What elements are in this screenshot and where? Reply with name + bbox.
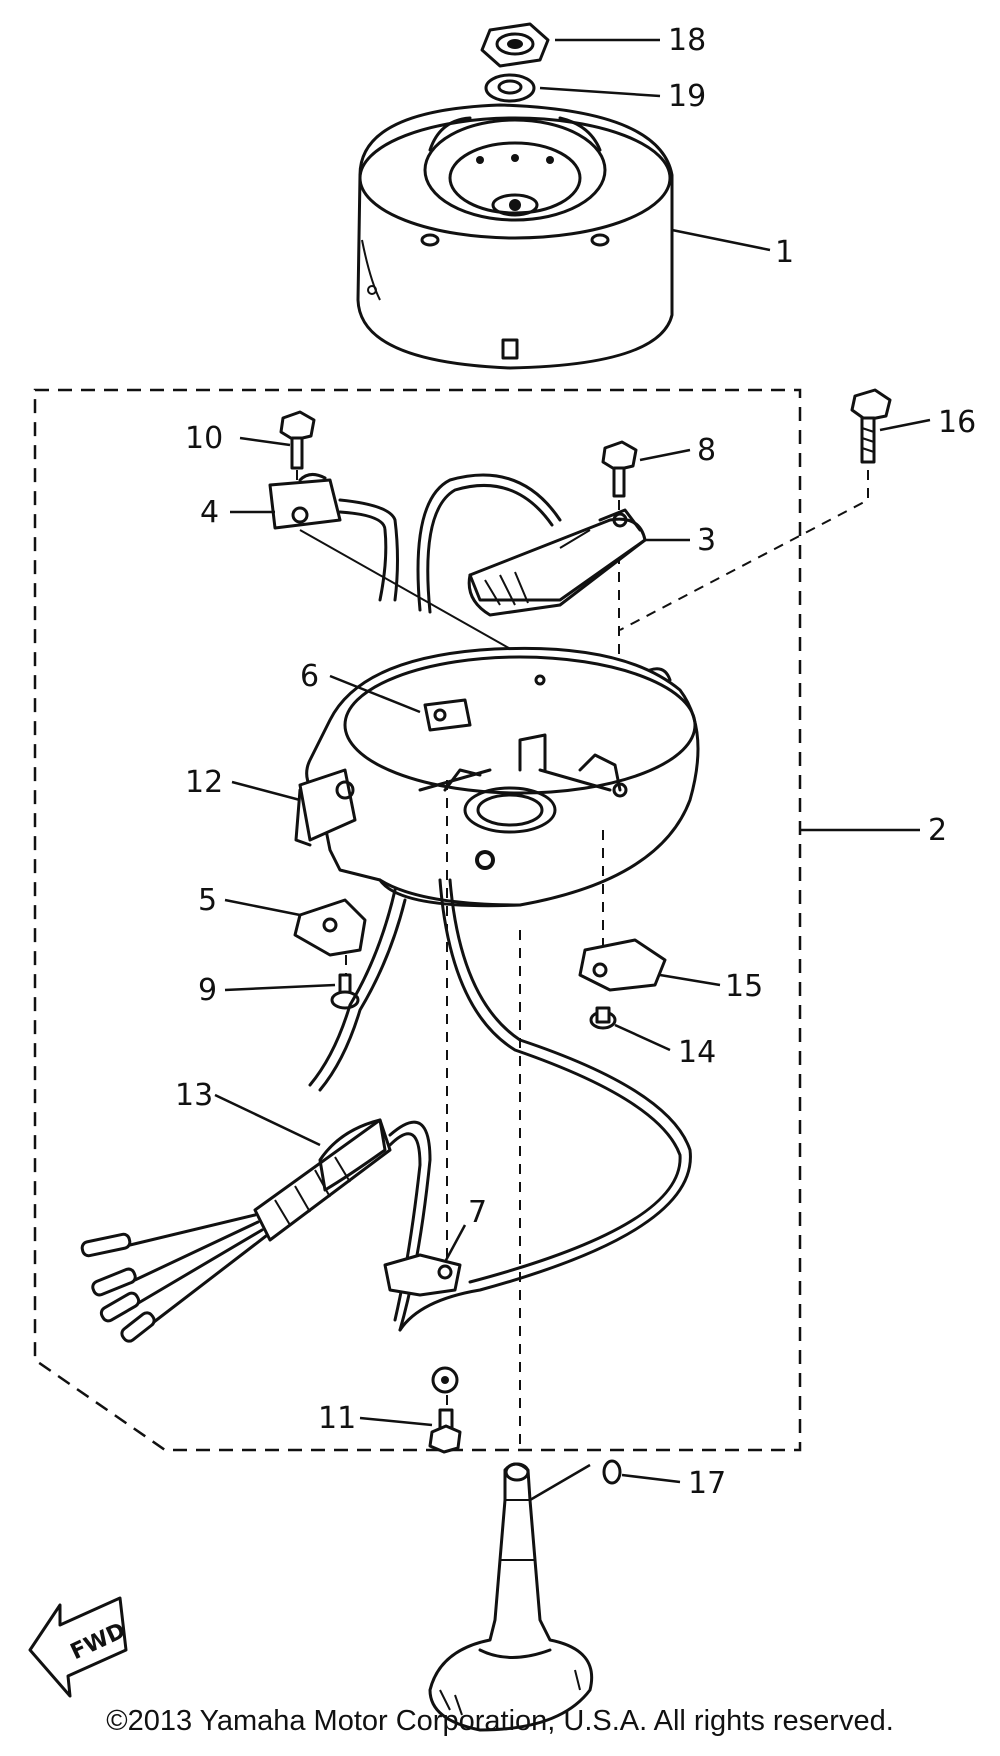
pulser-coil-part-4 <box>268 473 399 602</box>
callout-15: 15 <box>725 969 763 1004</box>
charge-coil-part-3 <box>467 508 647 617</box>
callout-12: 12 <box>185 765 223 800</box>
bolt-part-10 <box>279 410 316 470</box>
callout-8: 8 <box>697 433 716 468</box>
callout-3: 3 <box>697 523 716 558</box>
callout-7: 7 <box>468 1195 487 1230</box>
crankshaft-part <box>428 1462 594 1732</box>
screw-part-14 <box>589 1006 617 1030</box>
callout-1: 1 <box>775 235 794 270</box>
ground-terminal <box>431 1366 459 1394</box>
callout-10: 10 <box>185 421 223 456</box>
nut-part-18 <box>480 22 550 68</box>
callout-19: 19 <box>668 79 706 114</box>
callout-6: 6 <box>300 659 319 694</box>
forward-direction-arrow: FWD <box>28 1596 130 1698</box>
callout-11: 11 <box>318 1401 356 1436</box>
clamp-part-7 <box>383 1253 462 1297</box>
callout-13: 13 <box>175 1078 213 1113</box>
screw-part-11 <box>428 1408 462 1454</box>
clamp-part-5 <box>293 898 367 957</box>
callout-9: 9 <box>198 973 217 1008</box>
bolt-part-8 <box>601 440 638 498</box>
stator-base-part-2 <box>294 646 700 908</box>
assembly-boundary <box>33 388 802 1452</box>
screw-part-9 <box>330 973 360 1010</box>
callout-14: 14 <box>678 1035 716 1070</box>
callout-4: 4 <box>200 495 219 530</box>
callout-16: 16 <box>938 405 976 440</box>
copyright-notice: ©2013 Yamaha Motor Corporation, U.S.A. A… <box>106 1705 894 1737</box>
bolt-part-16 <box>850 388 892 464</box>
washer-part-19 <box>484 73 536 103</box>
callout-18: 18 <box>668 23 706 58</box>
callout-5: 5 <box>198 883 217 918</box>
clamp-part-15 <box>578 938 667 992</box>
clamp-part-6 <box>423 698 472 732</box>
woodruff-key-part-17 <box>602 1459 622 1485</box>
callout-2: 2 <box>928 813 947 848</box>
callout-17: 17 <box>688 1466 726 1501</box>
flywheel-part-1 <box>356 103 674 370</box>
